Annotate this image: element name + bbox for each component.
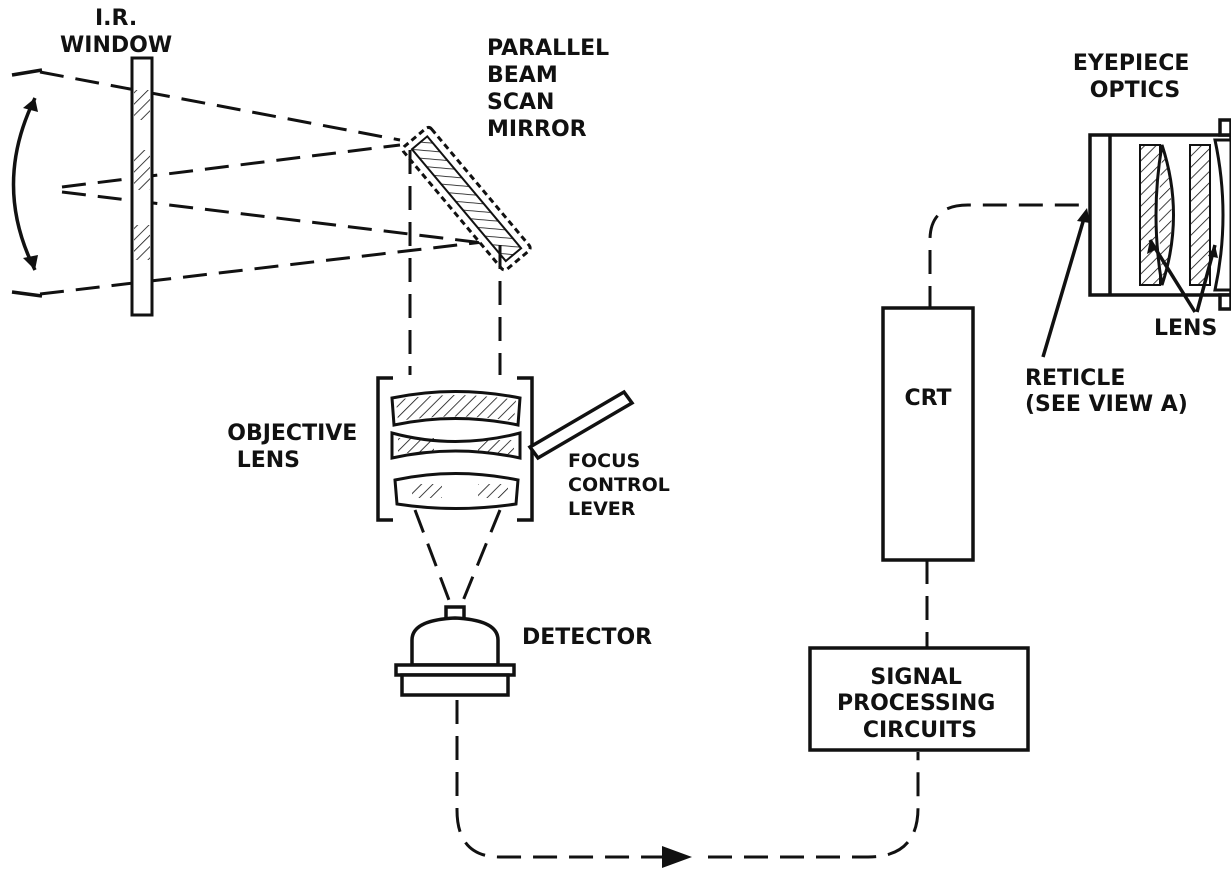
eyepiece-label: EYEPIECE OPTICS [1073, 51, 1197, 103]
detector [394, 605, 516, 697]
scan-mirror [401, 125, 532, 272]
lens-pointer-lines [1147, 239, 1218, 313]
detector-label: DETECTOR [522, 625, 652, 650]
scan-mirror-label: PARALLEL BEAM SCAN MIRROR [487, 36, 617, 142]
lens-label: LENS [1154, 316, 1217, 341]
eyepiece-optics [1088, 118, 1231, 311]
reticle-pointer-line [1041, 208, 1090, 358]
signal-path [455, 700, 920, 868]
signal-processing-label: SIGNAL PROCESSING CIRCUITS [837, 665, 1003, 743]
signal-processing-box [808, 646, 1030, 752]
crt-label: CRT [904, 386, 951, 411]
focus-control-lever [527, 389, 635, 461]
signal-arrow-icon [662, 846, 692, 868]
ir-window [130, 56, 154, 317]
reflected-ray-lines [408, 150, 502, 375]
focus-control-label: FOCUS CONTROL LEVER [568, 450, 676, 520]
ir-window-label: I.R. WINDOW [60, 6, 172, 58]
objective-lens-assembly [376, 376, 534, 522]
field-of-view-arc [11, 68, 43, 298]
converging-ray-lines [413, 509, 502, 609]
objective-lens-label: OBJECTIVE LENS [227, 421, 365, 473]
crt-connector-lines [925, 203, 1085, 648]
reticle-label: RETICLE (SEE VIEW A) [1025, 366, 1188, 417]
crt-box [881, 306, 975, 562]
